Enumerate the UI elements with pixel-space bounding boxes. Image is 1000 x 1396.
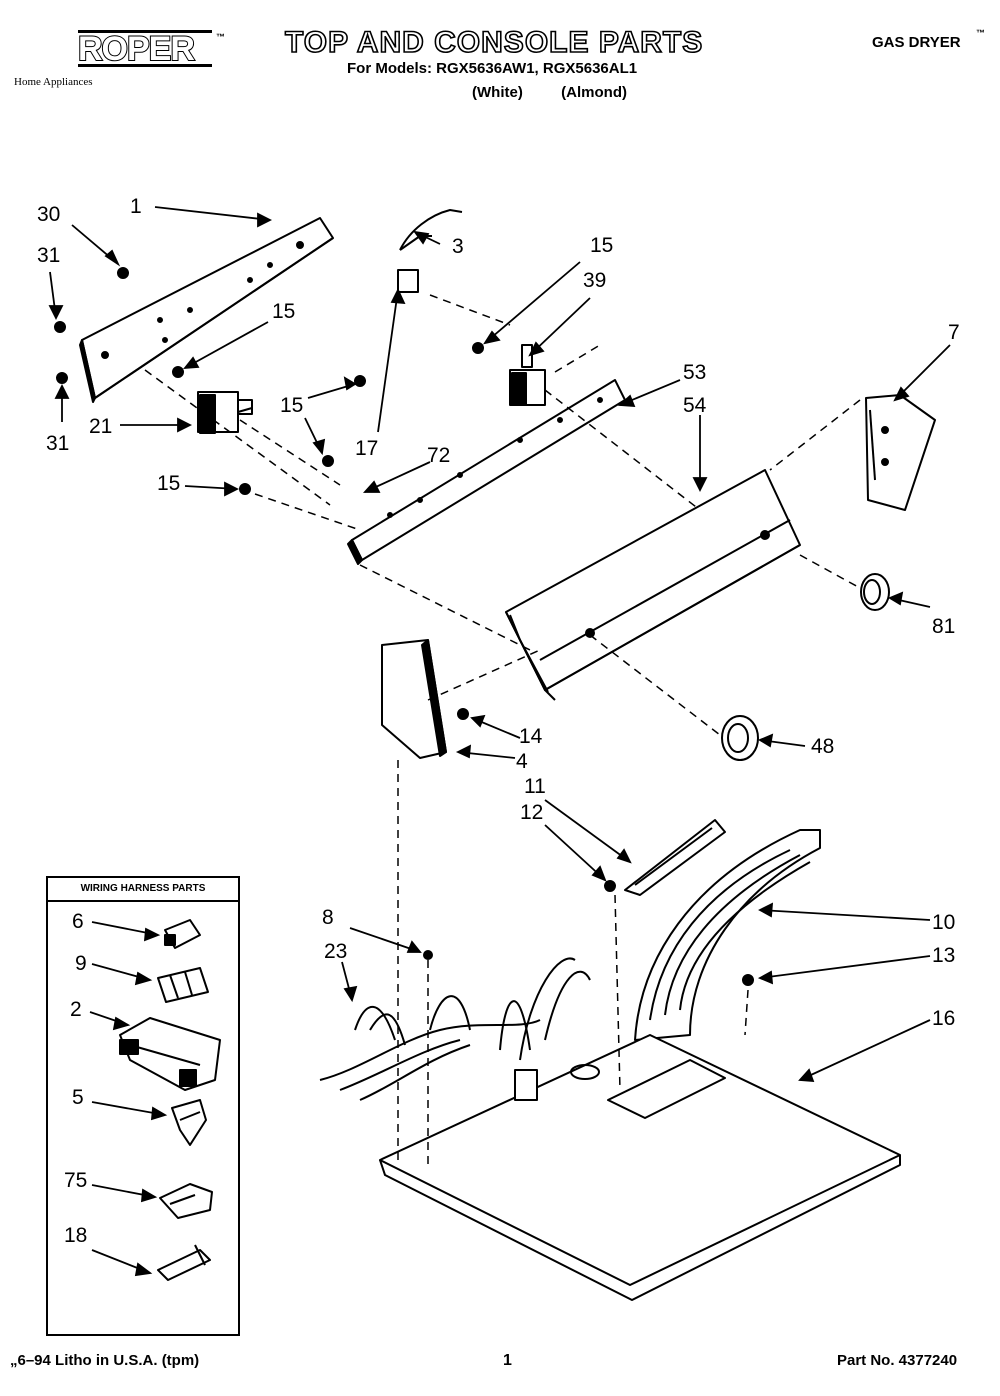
callout-39: 39 — [583, 269, 607, 292]
callout-9: 9 — [75, 952, 87, 975]
callout-10: 10 — [932, 911, 956, 934]
console-shell — [505, 469, 801, 701]
control-bracket — [347, 379, 626, 565]
screw-31b — [56, 372, 68, 384]
callout-5: 5 — [72, 1086, 84, 1109]
push-switch — [509, 344, 546, 406]
wiring-harness-heading: WIRING HARNESS PARTS — [48, 878, 238, 902]
callout-11: 11 — [524, 775, 546, 798]
harness-part-18 — [157, 1244, 211, 1281]
appliance-type-mark: ™ — [976, 28, 985, 38]
end-cap-left — [381, 639, 447, 759]
model-colors: (White) (Almond) — [472, 84, 627, 101]
logo-tagline: Home Appliances — [14, 76, 93, 88]
callout-18: 18 — [64, 1224, 88, 1247]
wire-harness — [319, 957, 591, 1101]
knob-81 — [860, 573, 890, 611]
connector-17 — [397, 269, 419, 293]
appliance-type: GAS DRYER — [872, 34, 961, 51]
page-title: TOP AND CONSOLE PARTS — [284, 25, 704, 60]
harness-part-6 — [164, 919, 201, 949]
logo-trademark: ™ — [216, 32, 225, 42]
footer-litho: „6–94 Litho in U.S.A. (tpm) — [10, 1352, 200, 1369]
console-panel — [79, 217, 334, 403]
callout-16: 16 — [932, 1007, 956, 1030]
callout-30: 30 — [37, 203, 61, 226]
screw-31a — [54, 321, 66, 333]
harness-part-75 — [159, 1183, 213, 1219]
end-cap-right — [865, 394, 936, 511]
callout-31-top: 31 — [37, 244, 61, 267]
dryer-top — [379, 1034, 901, 1301]
screw-15a — [172, 366, 184, 378]
callout-2: 2 — [70, 998, 82, 1021]
callout-6: 6 — [72, 910, 84, 933]
screw-12 — [604, 880, 616, 892]
footer-part-number: Part No. 4377240 — [837, 1352, 958, 1369]
callout-13: 13 — [932, 944, 956, 967]
color-white: (White) — [472, 84, 523, 101]
screw-15d — [322, 455, 334, 467]
wiring-harness-box: WIRING HARNESS PARTS — [46, 876, 240, 1336]
roper-logo: ROPER ™ — [77, 30, 225, 70]
wire-jumper — [399, 209, 463, 251]
callout-72: 72 — [427, 444, 451, 467]
screw-14 — [457, 708, 469, 720]
callout-8: 8 — [322, 906, 334, 929]
clip-8 — [423, 950, 433, 960]
screw-15e — [239, 483, 251, 495]
callout-12: 12 — [520, 801, 544, 824]
callout-3: 3 — [452, 235, 464, 258]
callout-15-lower: 15 — [157, 472, 181, 495]
callout-17: 17 — [355, 437, 379, 460]
callout-15-left: 15 — [280, 394, 304, 417]
harness-part-5 — [171, 1099, 207, 1146]
screw-13 — [742, 974, 754, 986]
harness-part-9 — [157, 967, 209, 1003]
timer-motor — [197, 391, 253, 434]
screw-15c — [354, 375, 366, 387]
screw-15b — [472, 342, 484, 354]
logo-wordmark: ROPER — [77, 30, 196, 68]
callout-1: 1 — [130, 195, 142, 218]
models-line: For Models: RGX5636AW1, RGX5636AL1 — [347, 60, 638, 77]
footer-page-number: 1 — [503, 1352, 512, 1369]
callout-7: 7 — [948, 321, 960, 344]
callout-81: 81 — [932, 615, 956, 638]
harness-part-2 — [119, 1017, 221, 1091]
callout-14: 14 — [519, 725, 543, 748]
callout-48: 48 — [811, 735, 835, 758]
knob-48 — [721, 715, 759, 761]
color-almond: (Almond) — [561, 84, 627, 101]
screw-30 — [117, 267, 129, 279]
lint-filter — [634, 829, 821, 1041]
callout-54: 54 — [683, 394, 707, 417]
callout-53: 53 — [683, 361, 707, 384]
callout-23: 23 — [324, 940, 348, 963]
callout-15-upper-right: 15 — [590, 234, 614, 257]
lint-cover — [624, 819, 726, 896]
callout-4: 4 — [516, 750, 528, 773]
callout-75: 75 — [64, 1169, 88, 1192]
callout-15-mid: 15 — [272, 300, 296, 323]
callout-31-bottom: 31 — [46, 432, 70, 455]
callout-21: 21 — [89, 415, 113, 438]
